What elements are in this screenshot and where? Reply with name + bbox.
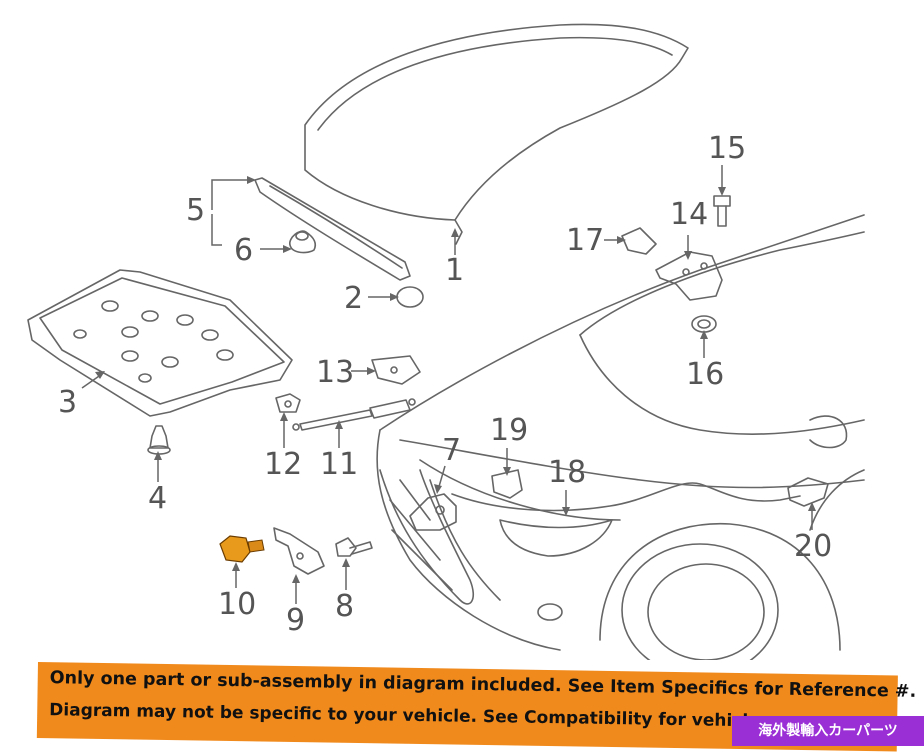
callout-20: 20 [794, 529, 833, 564]
callout-9: 9 [286, 603, 306, 638]
disclaimer-line-2: Diagram may not be specific to your vehi… [49, 700, 811, 733]
front-wheel [621, 543, 779, 677]
clip-part [289, 230, 317, 254]
callout-5: 5 [186, 193, 206, 228]
callout-4: 4 [148, 481, 168, 516]
hood-panel [304, 23, 689, 221]
vehicle-body [379, 214, 865, 431]
callout-8: 8 [335, 589, 355, 624]
engine-under-cover [27, 269, 293, 417]
callout-13: 13 [316, 355, 355, 390]
washer [691, 315, 717, 333]
callout-11: 11 [320, 447, 359, 482]
bracket-17 [621, 227, 657, 255]
bracket-12 [275, 393, 301, 413]
bolt-8 [335, 537, 357, 557]
callout-10: 10 [218, 587, 257, 622]
callout-14: 14 [670, 197, 709, 232]
hinge-bolt [713, 195, 731, 207]
switch-part [491, 469, 523, 499]
push-clip [149, 425, 169, 449]
callout-3: 3 [58, 385, 78, 420]
highlighted-part-10 [219, 535, 265, 563]
callout-18: 18 [548, 455, 587, 490]
callout-7: 7 [442, 433, 462, 468]
callout-16: 16 [686, 357, 725, 392]
parts-diagram: 1 2 3 4 5 6 7 8 9 10 11 12 13 14 15 16 1… [27, 23, 865, 677]
hood-support-strut [299, 409, 373, 431]
release-handle [787, 477, 829, 507]
disclaimer-line-1: Only one part or sub-assembly in diagram… [49, 668, 917, 702]
callout-12: 12 [264, 447, 303, 482]
callout-17: 17 [566, 223, 605, 258]
headlamp [499, 519, 613, 557]
callout-1: 1 [445, 253, 465, 288]
diagram-drawing [27, 23, 865, 677]
hood-hinge [655, 251, 723, 301]
release-cable [451, 482, 801, 512]
callout-15: 15 [708, 131, 747, 166]
callout-6: 6 [234, 233, 254, 268]
shop-badge: 海外製輸入カーパーツ [732, 716, 924, 746]
callout-2: 2 [344, 281, 364, 316]
callout-19: 19 [490, 413, 529, 448]
hood-latch [409, 493, 457, 531]
front-grille [379, 469, 475, 605]
cap-part [396, 286, 424, 308]
bracket-9 [273, 527, 325, 575]
hood-seal [254, 177, 411, 281]
bracket-13 [371, 355, 421, 385]
